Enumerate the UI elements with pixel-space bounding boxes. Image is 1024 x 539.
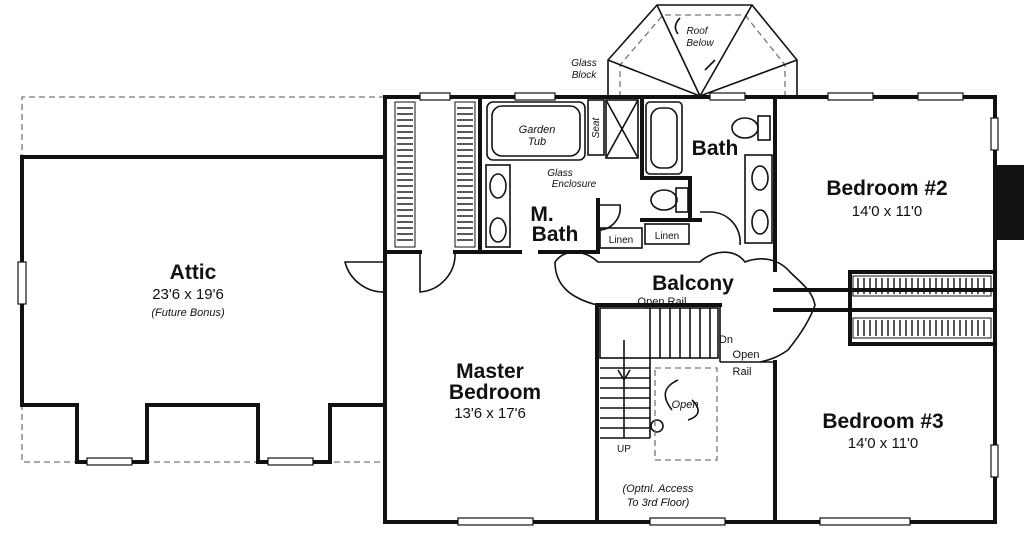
- stair: [599, 307, 719, 461]
- roof-bay: [607, 4, 798, 97]
- bedroom3-dims: 14'0 x 11'0: [848, 435, 919, 452]
- bedroom2-dims: 14'0 x 11'0: [852, 203, 923, 220]
- linen-label-b: Linen: [655, 231, 679, 242]
- glass-enclosure: [605, 99, 639, 159]
- attic-walls: [17, 155, 387, 466]
- attic-dims: 23'6 x 19'6: [152, 286, 224, 303]
- roof-below-label-1: Roof: [686, 26, 708, 37]
- garden-tub-label-1: Garden: [519, 124, 556, 136]
- linen-label-a: Linen: [609, 235, 633, 246]
- toilet: [731, 117, 759, 139]
- bath-name: Bath: [692, 137, 739, 160]
- open-rail-side-label-2: Rail: [733, 366, 752, 378]
- doors: [343, 204, 741, 293]
- annotations: Garden Tub Seat Glass Enclosure Glass Bl…: [519, 26, 760, 509]
- chimney: [995, 165, 1024, 240]
- glass-enclosure-label-1: Glass: [547, 168, 573, 179]
- fixtures: [485, 99, 773, 249]
- linen-closet: [644, 223, 690, 245]
- mbath-name-line2: Bath: [532, 223, 579, 246]
- glass-block-label-1: Glass: [571, 58, 597, 69]
- attic-window: [267, 457, 314, 466]
- up-label: UP: [617, 444, 631, 455]
- closet-shelves: [394, 101, 992, 339]
- linen-closet: [599, 227, 643, 249]
- seat: [587, 99, 605, 156]
- mbath-name-line1: M.: [530, 203, 553, 226]
- optional-access-label-1: (Optnl. Access: [622, 483, 694, 495]
- attic-window: [86, 457, 133, 466]
- interior-walls: [383, 95, 997, 524]
- garden-tub: [486, 101, 586, 161]
- balcony-outline: [554, 251, 816, 363]
- roof-below-label-2: Below: [686, 38, 714, 49]
- bathtub: [645, 101, 683, 175]
- room-labels: Attic 23'6 x 19'6 (Future Bonus) Master …: [151, 137, 947, 452]
- balcony-name: Balcony: [652, 272, 734, 295]
- optional-access-label-2: To 3rd Floor): [627, 497, 690, 509]
- garden-tub-label-2: Tub: [528, 136, 546, 148]
- attic-note: (Future Bonus): [151, 307, 225, 319]
- open-label: Open: [672, 399, 699, 411]
- vanity: [485, 164, 511, 248]
- master-name-line1: Master: [456, 360, 524, 383]
- bedroom2-name: Bedroom #2: [826, 177, 947, 200]
- bedroom3-name: Bedroom #3: [822, 410, 943, 433]
- master-name-line2: Bedroom: [449, 381, 541, 404]
- dn-label: Dn: [719, 334, 733, 346]
- bath-vanity: [744, 154, 773, 244]
- master-dims: 13'6 x 17'6: [454, 405, 526, 422]
- house-walls: [383, 95, 1024, 524]
- open-rail-side-label-1: Open: [733, 349, 760, 361]
- windows: [419, 92, 999, 526]
- attic-name: Attic: [170, 261, 217, 284]
- attic-window: [17, 261, 27, 305]
- open-rail-top-label: Open Rail: [638, 296, 687, 308]
- toilet: [650, 189, 678, 211]
- seat-label: Seat: [591, 116, 602, 138]
- glass-block-label-2: Block: [572, 70, 597, 81]
- glass-enclosure-label-2: Enclosure: [552, 179, 597, 190]
